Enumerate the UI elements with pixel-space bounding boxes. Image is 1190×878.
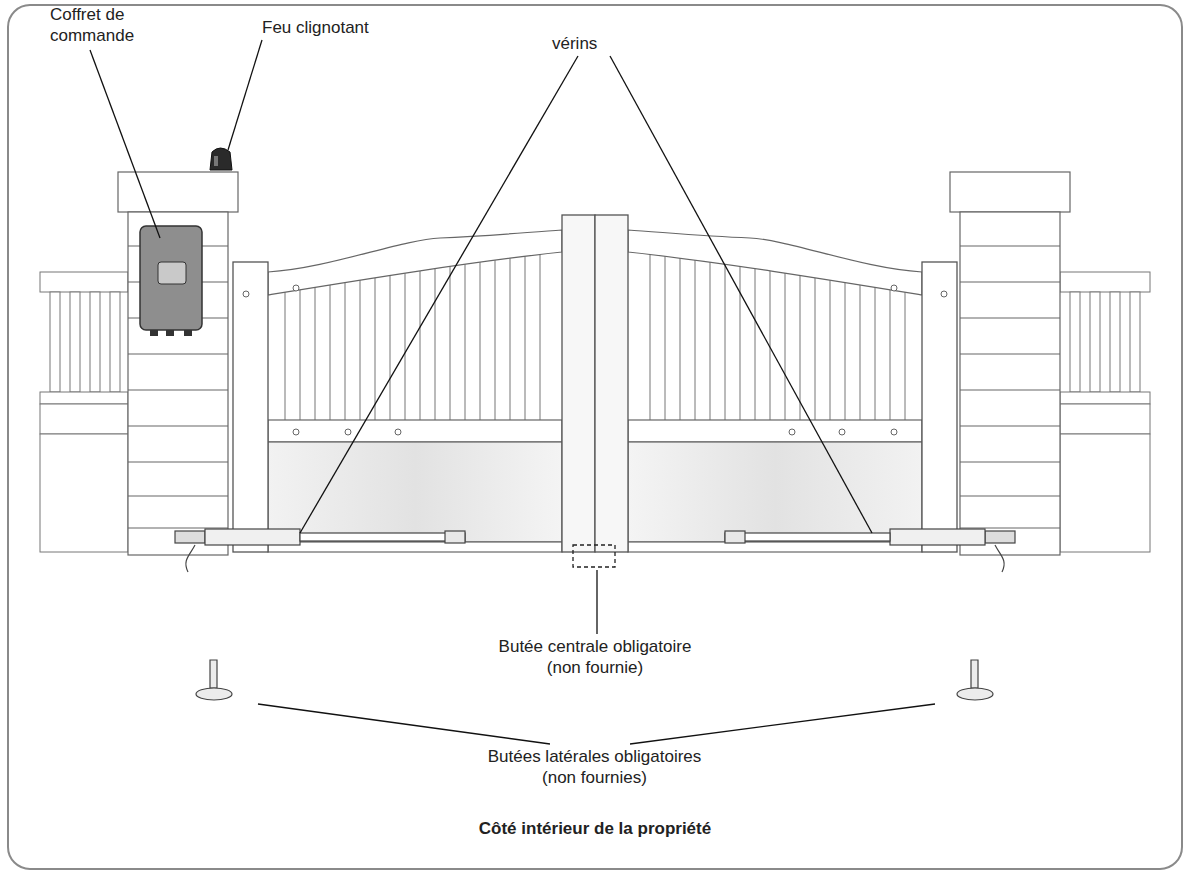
flashing-light [210,148,232,170]
flashing-light-label: Feu clignotant [262,17,422,38]
lateral-stops-label: Butées latérales obligatoires (non fourn… [477,746,712,788]
caption: Côté intérieur de la propriété [345,818,845,839]
central-stop [573,545,615,567]
actuator-label: vérins [552,33,632,54]
control-box [140,226,202,336]
control-box-label: Coffret de commande [50,4,150,46]
central-stop-label: Butée centrale obligatoire (non fournie) [489,636,701,678]
leader-lines [90,40,935,744]
